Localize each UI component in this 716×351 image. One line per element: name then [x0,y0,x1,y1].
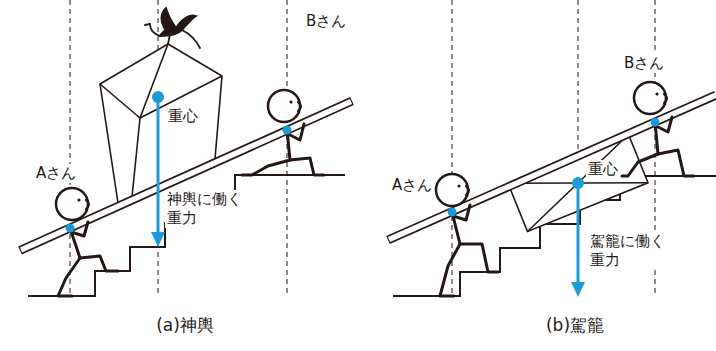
poles [20,95,716,251]
guide-line [578,0,579,296]
eye [655,92,658,95]
eye [457,184,460,187]
phoenix-tail [182,30,200,48]
pole-fill [21,102,351,251]
guide-lines [70,0,655,296]
leg [80,256,118,271]
eye [77,198,80,201]
person-label: Bさん [622,54,666,73]
figures [56,82,694,296]
phoenix-neck [150,24,160,36]
head [634,82,666,114]
center-of-gravity [572,177,584,189]
guide-line [452,0,453,296]
guide-line [70,0,71,296]
head [436,174,468,206]
force-label: 駕籠に働く 重力 [588,232,672,270]
leg [440,244,460,296]
nose [86,200,89,209]
support-dot [651,118,660,127]
gravity-arrow [157,97,160,234]
stairs-a [28,175,345,296]
person-label: Aさん [390,176,434,195]
person-a [56,188,118,296]
nose [298,102,301,111]
phoenix-wing [162,8,177,31]
gravity [151,91,585,297]
pole-fill [389,95,716,240]
leg [460,244,498,272]
mikoshi-edge [132,118,140,197]
nose [466,186,469,195]
leg [290,158,324,175]
leg [242,160,290,175]
force-label: 神輿に働く 重力 [165,190,249,228]
phoenix-wing [176,16,196,31]
cog-label: 重心 [166,107,200,126]
head [56,188,88,220]
person-a [436,174,498,296]
person-b [622,82,694,176]
support-dot [66,224,75,233]
leg [658,150,694,176]
panel-caption: (a)神輿 [154,315,216,336]
phoenix [145,8,200,48]
person-label: Bさん [304,12,348,31]
panel-caption: (b)駕籠 [544,315,606,336]
head [268,90,300,122]
guide-line [158,0,159,296]
arrowhead [151,232,165,247]
support-dot [283,126,292,135]
support-dot [448,208,457,217]
phoenix-beak [145,24,150,25]
mikoshi-edge [100,76,222,118]
pole-outline [388,95,716,240]
support-points [66,118,660,233]
mikoshi-body [100,44,222,203]
gravity-arrow [577,183,580,284]
cog-label: 重心 [586,160,620,179]
eye [289,100,292,103]
leg [622,154,658,176]
mikoshi-edge [140,44,168,118]
mikoshi [100,44,222,203]
nose [664,94,667,103]
leg [58,258,80,296]
arrowhead [571,282,585,297]
person-label: Aさん [34,164,78,183]
person-b [242,90,324,175]
center-of-gravity [152,91,164,103]
pole-outline [20,101,352,251]
